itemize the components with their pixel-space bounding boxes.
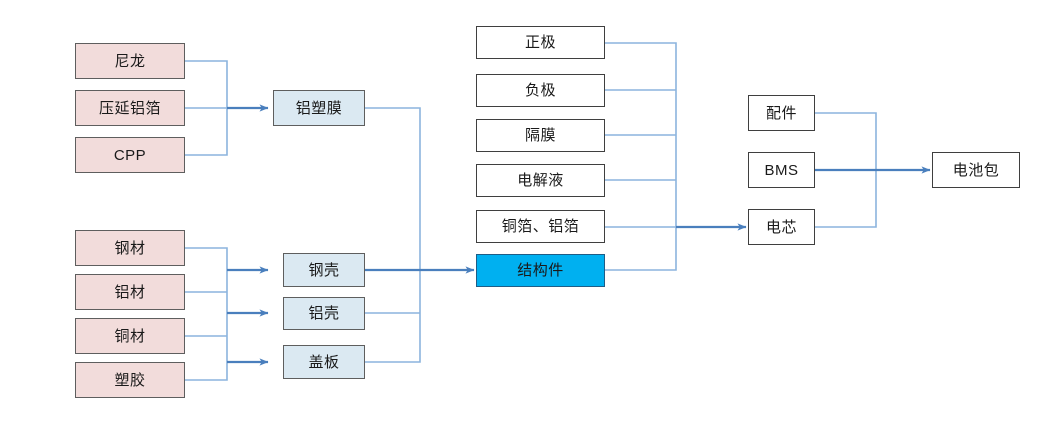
node-label: 电解液 — [517, 172, 564, 189]
node-label: 配件 — [765, 104, 797, 122]
node-electrolyte[interactable]: 电解液 — [476, 164, 605, 197]
node-label: CPP — [113, 146, 147, 164]
node-cpp[interactable]: CPP — [75, 137, 185, 173]
node-label: 电芯 — [765, 218, 797, 236]
node-label: 电池包 — [952, 161, 1000, 179]
node-label: 铝材 — [114, 283, 146, 301]
node-label: 铝壳 — [308, 305, 340, 322]
node-bms[interactable]: BMS — [748, 152, 815, 188]
node-separator[interactable]: 隔膜 — [476, 119, 605, 152]
node-label: 压延铝箔 — [98, 99, 161, 117]
node-rolled-aluminum-foil[interactable]: 压延铝箔 — [75, 90, 185, 126]
node-accessories[interactable]: 配件 — [748, 95, 815, 131]
node-label: 钢壳 — [308, 261, 340, 279]
node-aluminum-plastic-film[interactable]: 铝塑膜 — [273, 90, 365, 126]
node-steel-shell[interactable]: 钢壳 — [283, 253, 365, 287]
node-label: 铜材 — [114, 327, 146, 345]
node-aluminum-shell[interactable]: 铝壳 — [283, 297, 365, 330]
node-label: 结构件 — [517, 262, 564, 279]
node-label: BMS — [764, 161, 799, 179]
node-copper[interactable]: 铜材 — [75, 318, 185, 354]
node-structural-part[interactable]: 结构件 — [476, 254, 605, 287]
node-nylon[interactable]: 尼龙 — [75, 43, 185, 79]
node-aluminum[interactable]: 铝材 — [75, 274, 185, 310]
node-label: 负极 — [524, 82, 556, 99]
node-cover-plate[interactable]: 盖板 — [283, 345, 365, 379]
node-label: 隔膜 — [524, 127, 556, 144]
node-copper-aluminum-foil[interactable]: 铜箔、铝箔 — [476, 210, 605, 243]
node-cell[interactable]: 电芯 — [748, 209, 815, 245]
node-label: 铝塑膜 — [295, 99, 343, 117]
node-label: 正极 — [524, 34, 556, 51]
node-label: 钢材 — [114, 239, 146, 257]
node-battery-pack[interactable]: 电池包 — [932, 152, 1020, 188]
node-label: 盖板 — [308, 353, 340, 371]
node-label: 塑胶 — [114, 371, 146, 389]
node-steel[interactable]: 钢材 — [75, 230, 185, 266]
node-label: 尼龙 — [114, 52, 146, 70]
node-cathode[interactable]: 正极 — [476, 26, 605, 59]
node-anode[interactable]: 负极 — [476, 74, 605, 107]
node-plastic[interactable]: 塑胶 — [75, 362, 185, 398]
node-label: 铜箔、铝箔 — [501, 218, 580, 235]
